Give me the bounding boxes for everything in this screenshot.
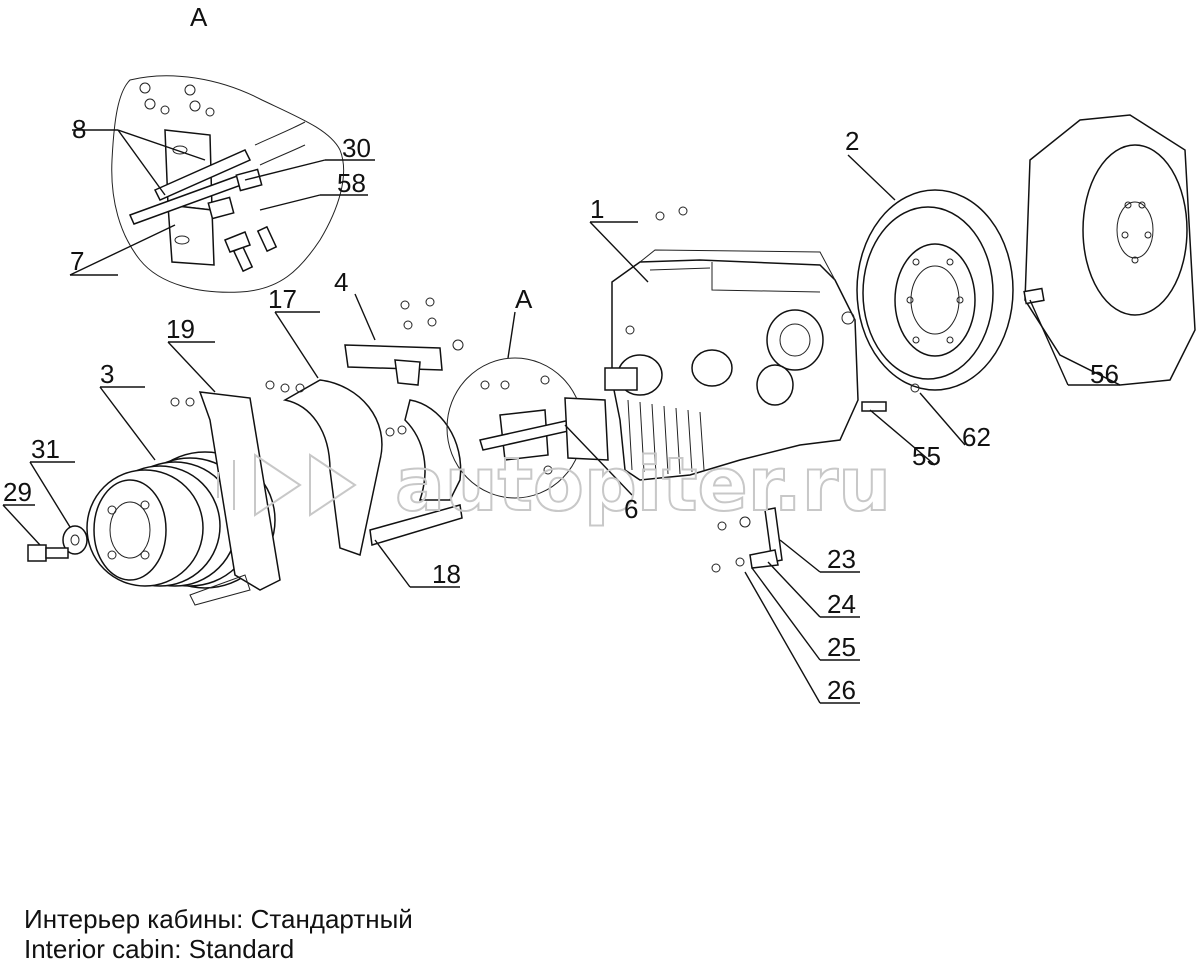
callout-58: 58 bbox=[337, 168, 366, 198]
callout-56: 56 bbox=[1090, 359, 1119, 389]
callout-26: 26 bbox=[827, 675, 856, 705]
callout-3: 3 bbox=[100, 359, 114, 389]
view-a-marker bbox=[446, 357, 609, 499]
callouts: A 8 30 58 7 4 17 A 19 3 31 29 1 2 56 62 … bbox=[3, 2, 1119, 705]
shields-and-brackets bbox=[170, 297, 464, 606]
clutch-ring bbox=[856, 189, 1014, 391]
callout-17: 17 bbox=[268, 284, 297, 314]
callout-19: 19 bbox=[166, 314, 195, 344]
detail-view-a bbox=[111, 75, 344, 293]
callout-4: 4 bbox=[334, 267, 348, 297]
callout-24: 24 bbox=[827, 589, 856, 619]
watermark: autopiter.ru bbox=[217, 441, 892, 529]
small-hardware bbox=[711, 383, 920, 573]
pulley-assembly bbox=[27, 451, 276, 589]
callout-23: 23 bbox=[827, 544, 856, 574]
callout-25: 25 bbox=[827, 632, 856, 662]
callout-view-a-top: A bbox=[190, 2, 208, 32]
gearbox-housing bbox=[604, 206, 859, 481]
callout-1: 1 bbox=[590, 194, 604, 224]
callout-6: 6 bbox=[624, 494, 638, 524]
callout-18: 18 bbox=[432, 559, 461, 589]
flywheel-housing bbox=[1023, 114, 1196, 386]
leader-lines bbox=[2, 129, 1120, 704]
watermark-text: autopiter.ru bbox=[395, 442, 891, 528]
callout-29: 29 bbox=[3, 477, 32, 507]
callout-62: 62 bbox=[962, 422, 991, 452]
callout-view-a-mid: A bbox=[515, 284, 533, 314]
caption-russian: Интерьер кабины: Стандартный bbox=[24, 904, 413, 934]
callout-55: 55 bbox=[912, 441, 941, 471]
callout-2: 2 bbox=[845, 126, 859, 156]
callout-31: 31 bbox=[31, 434, 60, 464]
caption-english: Interior cabin: Standard bbox=[24, 934, 295, 964]
callout-7: 7 bbox=[70, 246, 84, 276]
callout-30: 30 bbox=[342, 133, 371, 163]
callout-8: 8 bbox=[72, 114, 86, 144]
